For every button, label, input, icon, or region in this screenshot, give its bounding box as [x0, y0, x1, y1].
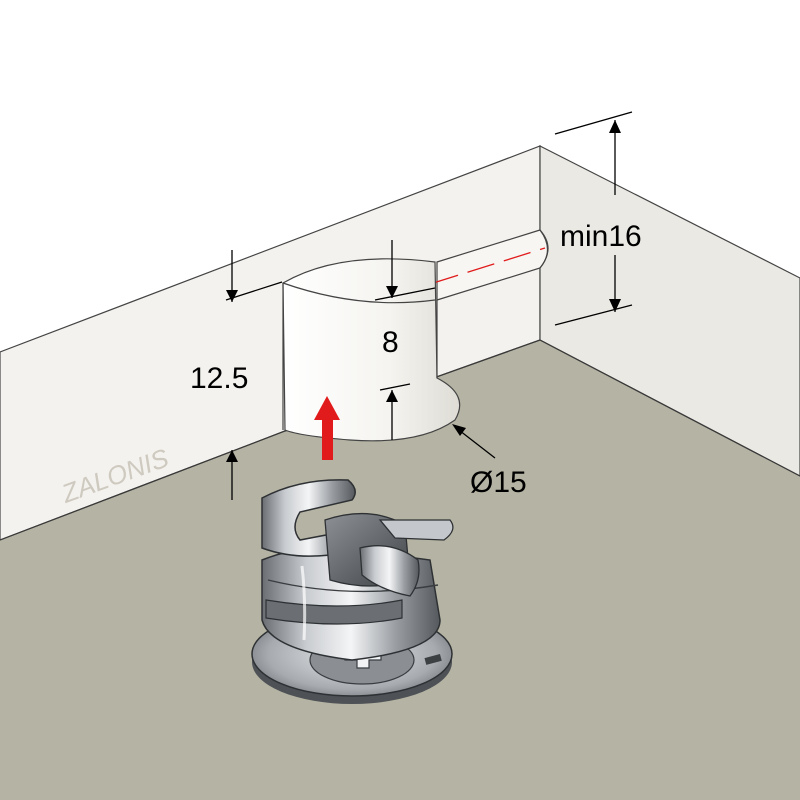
panel-thickness-label: min16	[560, 220, 642, 253]
cam-fitting-part	[251, 479, 454, 704]
drill-depth-label: 12.5	[190, 362, 248, 395]
dimension-hole-diameter	[452, 424, 496, 459]
dimension-cam-height	[374, 240, 436, 440]
hole-diameter-label: Ø15	[470, 466, 527, 499]
dimension-panel-thickness	[554, 111, 633, 326]
insertion-arrow	[314, 396, 340, 460]
cam-hole	[282, 258, 461, 442]
cam-height-label: 8	[382, 326, 399, 359]
panel-side-edge	[539, 145, 800, 477]
dimension-drill-depth	[225, 250, 283, 500]
